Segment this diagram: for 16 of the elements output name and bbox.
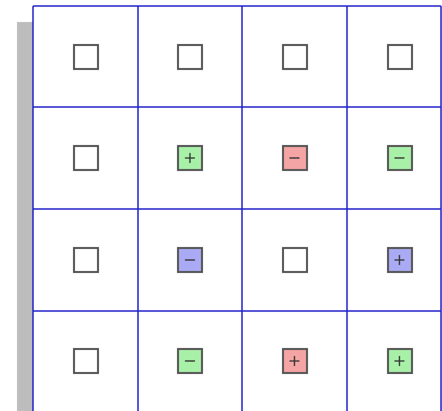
- sign-square: +: [386, 247, 412, 273]
- sign-square: +: [282, 348, 308, 374]
- empty-square: [177, 44, 203, 70]
- empty-square: [72, 247, 98, 273]
- empty-square: [386, 44, 412, 70]
- empty-square: [282, 247, 308, 273]
- sign-square: −: [282, 145, 308, 171]
- sign-square: +: [386, 348, 412, 374]
- sign-square: +: [177, 145, 203, 171]
- empty-square: [282, 44, 308, 70]
- sign-square: −: [177, 247, 203, 273]
- empty-square: [72, 145, 98, 171]
- sign-square: −: [177, 348, 203, 374]
- empty-square: [72, 348, 98, 374]
- empty-square: [72, 44, 98, 70]
- sign-square: −: [386, 145, 412, 171]
